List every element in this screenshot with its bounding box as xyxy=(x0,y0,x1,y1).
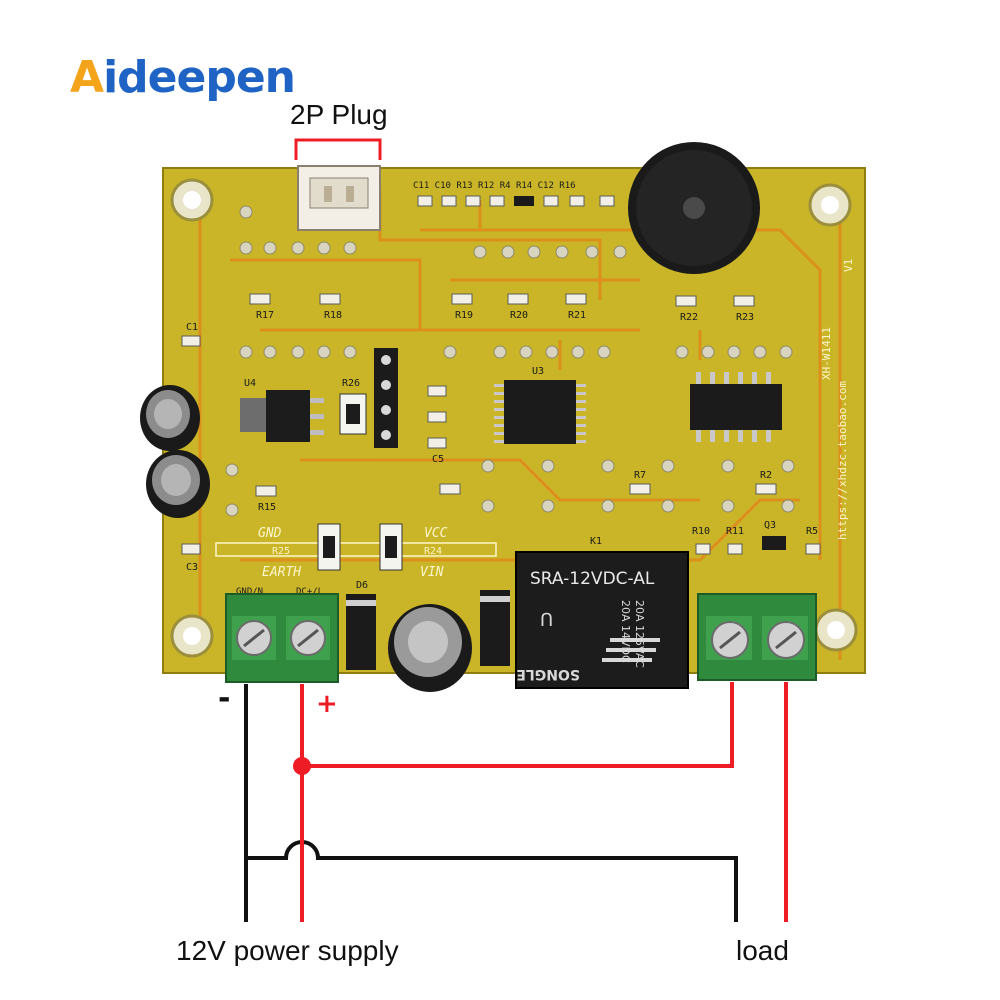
label-r5: R5 xyxy=(806,526,818,537)
brand-logo: Aideepen xyxy=(70,52,296,103)
label-k1: K1 xyxy=(590,536,602,547)
relay-rating-1: 20A 125VAC xyxy=(633,600,646,668)
label-r25: R25 xyxy=(272,546,290,557)
relay-logo-icon xyxy=(602,638,660,662)
label-r21: R21 xyxy=(568,310,586,321)
voltage-regulator xyxy=(240,390,324,442)
label-d6: D6 xyxy=(356,580,368,591)
label-r19: R19 xyxy=(455,310,473,321)
label-r23: R23 xyxy=(736,312,754,323)
wiring xyxy=(244,682,788,922)
capacitor-upper xyxy=(140,385,200,451)
plug-label: 2P Plug xyxy=(290,99,388,130)
mounting-hole xyxy=(814,608,858,652)
label-r17: R17 xyxy=(256,310,274,321)
transistor-r4 xyxy=(514,196,534,206)
label-model: XH-W1411 xyxy=(820,327,833,380)
label-r20: R20 xyxy=(510,310,528,321)
label-earth: EARTH xyxy=(262,565,301,580)
label-top-parts: C11 C10 R13 R12 R4 R14 C12 R16 xyxy=(413,181,576,191)
power-label-band: GND VCC R25 R24 EARTH VIN xyxy=(215,526,497,580)
relay-rating-2: 20A 14VDC xyxy=(619,600,632,663)
label-vcc: VCC xyxy=(424,526,448,541)
mounting-hole xyxy=(808,183,852,227)
plug-bracket xyxy=(294,138,382,160)
ul-mark-icon: ꓵ xyxy=(540,610,553,631)
label-r2: R2 xyxy=(760,470,772,481)
label-r24: R24 xyxy=(424,546,442,557)
label-gnd: GND xyxy=(258,526,282,541)
label-gnd-n: GND/N xyxy=(236,587,263,597)
label-r22: R22 xyxy=(680,312,698,323)
buzzer xyxy=(628,142,760,274)
capacitor-c6 xyxy=(388,604,472,692)
label-c3: C3 xyxy=(186,562,198,573)
minus-sign: - xyxy=(218,681,230,716)
diode-d6 xyxy=(346,594,376,670)
label-u4: U4 xyxy=(244,378,256,389)
label-r10: R10 xyxy=(692,526,710,537)
brand-logo-first-letter: A xyxy=(70,52,104,103)
relay: SRA-12VDC-AL 20A 125VAC 20A 14VDC SONGLE… xyxy=(515,551,689,689)
mounting-hole xyxy=(170,178,214,222)
wire-load-black xyxy=(246,840,738,922)
pcb-board: R17 R18 R19 R20 R21 R22 R23 C1 R15 R7 R2… xyxy=(140,138,866,692)
ic-u3 xyxy=(494,380,586,444)
diode-d3 xyxy=(480,590,510,666)
resistor-r24 xyxy=(379,523,403,571)
label-q3: Q3 xyxy=(764,520,776,531)
label-r15: R15 xyxy=(258,502,276,513)
wire-relay-link xyxy=(302,682,734,768)
label-version: V1 xyxy=(842,259,855,272)
label-dc: DC+/L xyxy=(296,587,323,597)
pin-header xyxy=(374,348,398,448)
label-r26: R26 xyxy=(342,378,360,389)
label-r7: R7 xyxy=(634,470,646,481)
load-label: load xyxy=(736,935,789,966)
label-c1: C1 xyxy=(186,322,198,333)
power-supply-label: 12V power supply xyxy=(176,935,399,966)
label-r18: R18 xyxy=(324,310,342,321)
resistor-r25 xyxy=(317,523,341,571)
ic-u2 xyxy=(690,372,782,442)
capacitor-lower xyxy=(146,450,210,518)
relay-maker: SONGLE xyxy=(516,666,580,682)
2p-plug-connector xyxy=(297,165,381,231)
terminal-block-load xyxy=(697,593,817,681)
label-url: https://xhdzc.taobao.com xyxy=(836,381,849,540)
plus-sign: + xyxy=(316,689,338,719)
brand-logo-rest: ideepen xyxy=(103,52,296,103)
resistor-r26 xyxy=(339,393,367,435)
mounting-hole xyxy=(170,614,214,658)
wire-junction xyxy=(293,757,311,775)
label-u3: U3 xyxy=(532,366,544,377)
label-c5: C5 xyxy=(432,454,444,465)
label-vin: VIN xyxy=(420,565,444,580)
transistor-q3 xyxy=(762,536,786,550)
label-r11: R11 xyxy=(726,526,744,537)
terminal-block-power xyxy=(225,593,339,683)
relay-model: SRA-12VDC-AL xyxy=(530,569,655,589)
